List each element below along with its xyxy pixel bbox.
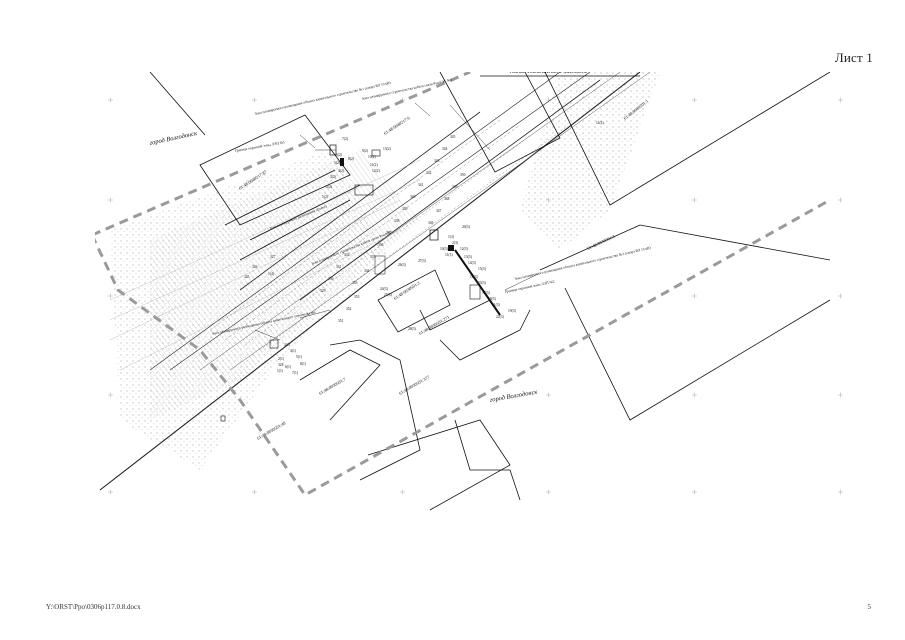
point-label: 20(3) [462, 225, 471, 229]
annotation: Зона планируемого строительства кабеля с… [361, 78, 452, 101]
station-label: 349 [452, 185, 458, 189]
station-label: 341 [418, 183, 424, 187]
point-label: 16(3) [470, 275, 479, 279]
station-label: 326 [252, 265, 258, 269]
station-label: 342 [426, 171, 432, 175]
page-number: 5 [867, 603, 872, 611]
station-label: 325 [244, 275, 250, 279]
point-label: 18(3) [488, 297, 497, 301]
point-label: 3(2) [330, 175, 337, 179]
point-label: 10(2) [368, 155, 377, 159]
point-label: 11(4) [596, 121, 604, 125]
station-label: 340 [410, 195, 416, 199]
point-label: 10(3) [440, 247, 449, 251]
point-label: 27(3) [418, 259, 427, 263]
point-label: 1(3) [448, 235, 455, 239]
parcel-id: 61:48:0030501:271 [418, 314, 450, 336]
grid-crosses [108, 97, 843, 495]
point-label: 25(3) [384, 293, 393, 297]
point-label: 15(3) [478, 267, 487, 271]
point-label: 2(3) [452, 241, 459, 245]
station-label: 345 [450, 135, 456, 139]
point-label: 4(2) [338, 169, 345, 173]
planning-boundary [95, 72, 830, 497]
point-label: 26(3) [398, 263, 407, 267]
point-label: 2(2) [326, 185, 333, 189]
point-label: 24(3) [380, 287, 389, 291]
file-path: Y:\ORST\Ppo\0306p117.0.8.docx [46, 603, 141, 611]
leader-lines [254, 102, 539, 341]
point-label: 23(3) [478, 281, 487, 285]
point-label: 11(3) [445, 253, 453, 257]
point-label: 28(3) [408, 327, 417, 331]
parcel-outlines [149, 72, 830, 511]
point-label: 13(2) [383, 147, 392, 151]
city-label: город Волгодонск [149, 130, 199, 147]
match-line-label: Линия совмещения с листом 2 [509, 69, 587, 75]
station-labels: 325 326 327 328 329 330 331 332 333 334 … [244, 135, 466, 367]
station-label: 344 [442, 147, 448, 151]
station-label: 335 [370, 255, 376, 259]
station-label: 337 [386, 231, 392, 235]
main-corridor [99, 72, 651, 491]
point-label: 4(1) [290, 349, 297, 353]
station-label: 329 [320, 289, 326, 293]
parcel-id: 61:48:0040217:6 [383, 115, 412, 136]
station-label: 347 [436, 209, 442, 213]
point-label: 11(2) [370, 163, 378, 167]
point-label: 13(3) [464, 255, 473, 259]
station-label: 346 [428, 221, 434, 225]
point-label: 1(1) [277, 369, 284, 373]
point-label: 21(3) [492, 303, 501, 307]
point-label: 19(3) [508, 309, 517, 313]
point-label: 9(2) [362, 149, 369, 153]
point-label: 1(4) [268, 272, 275, 276]
station-label: 333 [352, 281, 358, 285]
point-label: 8(2) [348, 157, 355, 161]
station-label: 353 [354, 295, 360, 299]
parcel-id: 61:48:0030501:2 [393, 280, 421, 301]
point-label: 1(2) [322, 195, 329, 199]
station-label: 343 [434, 159, 440, 163]
station-label: 336 [378, 243, 384, 247]
point-label: 2(1) [278, 357, 285, 361]
parcel-id: 61:48:0030501:7 [318, 376, 347, 396]
point-label: 5(1) [296, 355, 303, 359]
point-label: 12(2) [372, 169, 381, 173]
station-label: 328 [278, 363, 284, 367]
station-label: 332 [344, 253, 350, 257]
station-label: 348 [444, 197, 450, 201]
station-label: 339 [402, 207, 408, 211]
station-label: 327 [270, 255, 276, 259]
point-label: 7(1) [292, 371, 299, 375]
station-label: 331 [336, 265, 342, 269]
station-label: 330 [328, 277, 334, 281]
equipment-markers [220, 144, 501, 422]
point-label: 12(3) [460, 247, 469, 251]
sheet-label: Лист 1 [834, 50, 873, 65]
point-labels: 1(1) 2(1) 3(1) 4(1) 5(1) 6(1) 7(1) 8(1) … [268, 121, 604, 375]
city-label: город Волгодонск [489, 389, 539, 404]
station-label: 352 [346, 307, 352, 311]
point-label: 7(2) [342, 137, 349, 141]
point-label: 3(1) [284, 343, 291, 347]
point-label: 14(3) [468, 261, 477, 265]
point-label: 6(2) [336, 153, 343, 157]
station-label: 338 [394, 219, 400, 223]
point-label: 6(1) [285, 365, 292, 369]
point-label: 22(3) [496, 315, 505, 319]
annotation: Граница охранной зоны ЛЭП №1 [234, 140, 285, 153]
point-label: 5(2) [334, 161, 341, 165]
point-label: 8(1) [300, 362, 307, 366]
parcel-id: 61:48:0030501:377 [398, 374, 431, 396]
station-label: 334 [364, 269, 370, 273]
point-label: 17(3) [482, 291, 491, 295]
station-label: 350 [460, 173, 466, 177]
station-label: 351 [338, 319, 344, 323]
dotted-areas [110, 72, 660, 470]
parcel-id: 61:48:0030501:3 [586, 233, 616, 251]
